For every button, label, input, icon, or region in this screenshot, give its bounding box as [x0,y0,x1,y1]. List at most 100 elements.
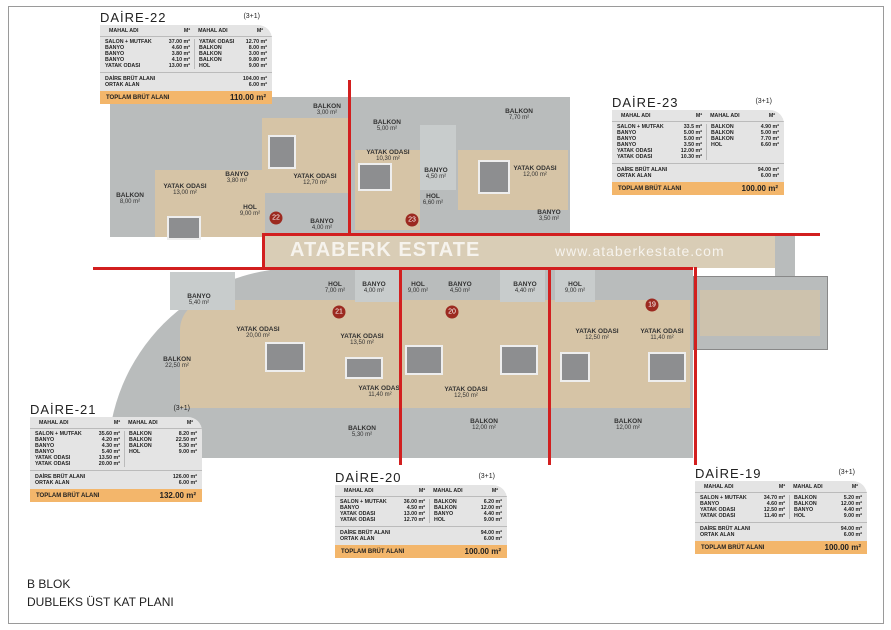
room-name: BANYO [105,51,125,57]
bathroom [355,270,400,302]
unit-divider [348,80,351,234]
room-name: YATAK ODASI [617,148,653,154]
room-name: YATAK ODASI [35,455,71,461]
unit-number-badge: 22 [269,211,283,225]
room-name: BALKON [199,57,222,63]
room-area: 9.00 m² [248,63,267,69]
summary-label: DAİRE BRÜT ALANI [340,530,391,536]
room-area: 7.70 m² [760,136,779,142]
room-area: 33.5 m² [683,124,702,130]
room-area: 5.00 m² [760,130,779,136]
column-header-unit: M² [183,28,191,34]
bathroom [170,272,235,310]
room-name: BALKON [129,437,152,443]
summary-label: DAİRE BRÜT ALANI [617,167,668,173]
room-area: 6.20 m² [483,499,502,505]
room-area: 12.50 m² [763,507,785,513]
summary-value: 6.00 m² [178,480,197,486]
stair-steps [700,290,820,336]
summary-label: DAİRE BRÜT ALANI [35,474,86,480]
unit-type: (3+1) [243,13,260,20]
summary-value: 126.00 m² [172,474,197,480]
room-name: BALKON [711,130,734,136]
bed-icon [500,345,538,375]
room-name: SALON + MUTFAK [35,431,82,437]
room-area: 12.00 m² [840,501,862,507]
table-row: BALKON 6.20 m² [434,499,502,505]
room-name: BALKON [434,499,457,505]
room-area: 20.00 m² [98,461,120,467]
room-area: 4.50 m² [406,505,425,511]
unit-type: (3+1) [173,405,190,412]
room-name: SALON + MUTFAK [700,495,747,501]
table-row: BALKON 5.00 m² [711,130,779,136]
total-label: TOPLAM BRÜT ALANI [106,94,170,101]
unit-title: DAİRE-23 [612,95,679,110]
room-area: 4.10 m² [171,57,190,63]
unit-title: DAİRE-21 [30,402,97,417]
room-area: 5.30 m² [178,443,197,449]
room-name: BANYO [617,142,637,148]
room-name: HOL [434,517,446,523]
room-name: BANYO [35,449,55,455]
bed-icon [478,160,510,194]
summary-label: DAİRE BRÜT ALANI [700,526,751,532]
total-label: TOPLAM BRÜT ALANI [701,544,765,551]
room-area: 9.80 m² [248,57,267,63]
unit-type: (3+1) [838,469,855,476]
column-header-name: MAHAL ADI [621,113,651,119]
room-area: 37.00 m² [168,39,190,45]
room-area: 12.00 m² [680,148,702,154]
unit-divider [399,267,402,465]
room-name: YATAK ODASI [700,507,736,513]
summary-value: 94.00 m² [480,530,502,536]
table-row: BALKON 9.80 m² [199,57,267,63]
room-area: 13.00 m² [403,511,425,517]
room-area: 5.40 m² [101,449,120,455]
column-header-name: MAHAL ADI [704,484,734,490]
room-name: BALKON [794,501,817,507]
total-label: TOPLAM BRÜT ALANI [618,185,682,192]
room-area: 4.60 m² [171,45,190,51]
column-header-name: MAHAL ADI [128,420,158,426]
